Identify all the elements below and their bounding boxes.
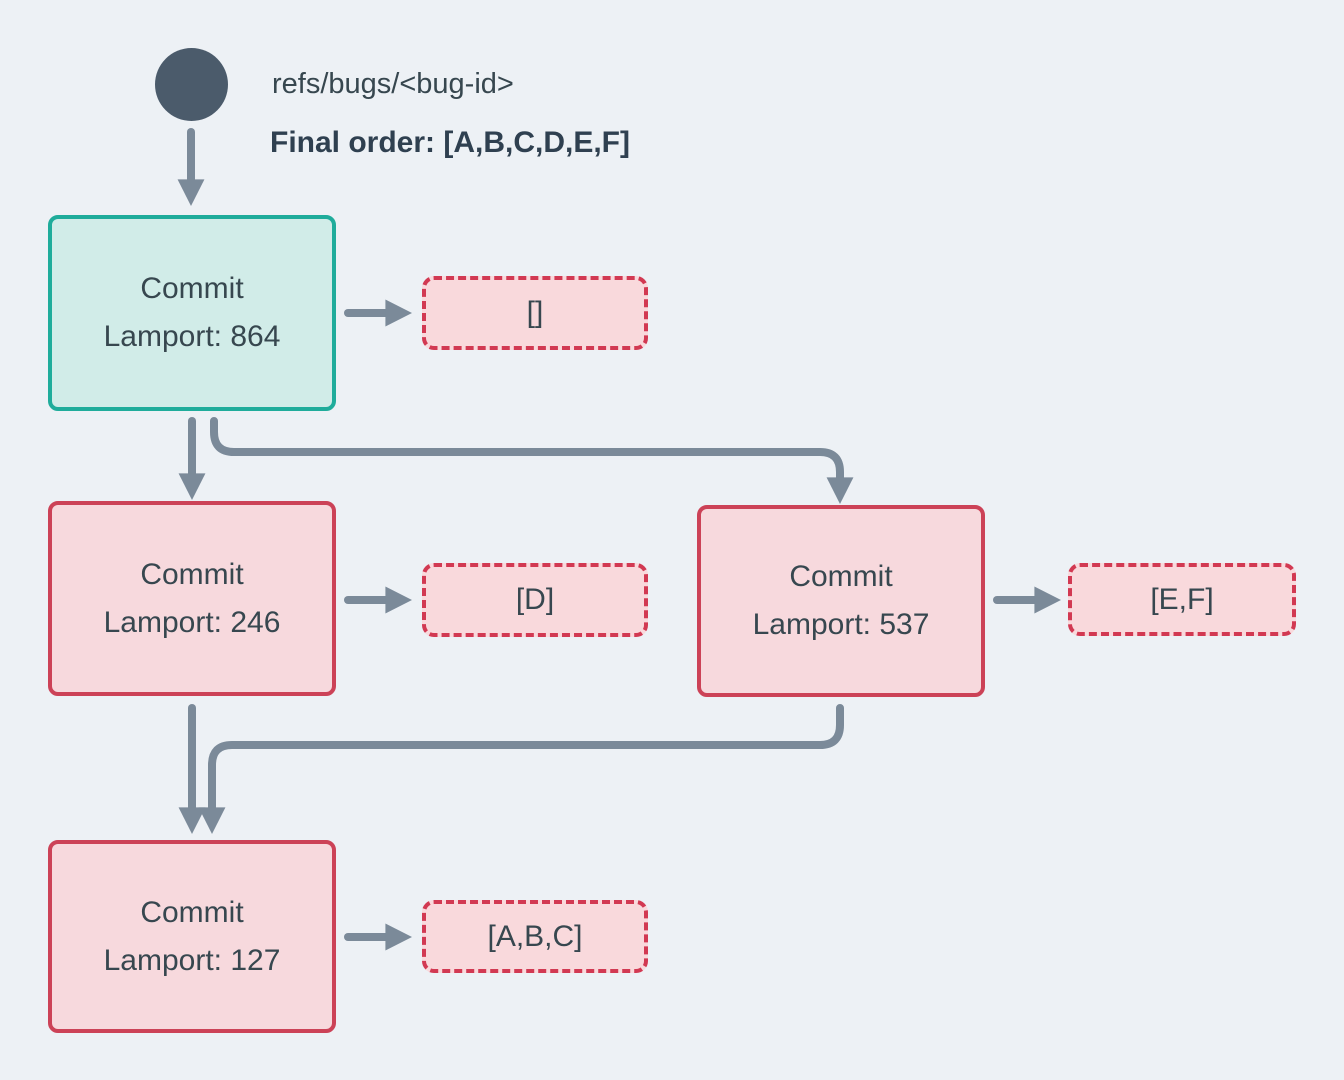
commit-node-864: Commit Lamport: 864 <box>48 215 336 411</box>
commit-lamport: Lamport: 537 <box>752 608 930 641</box>
commit-title: Commit <box>140 272 244 305</box>
final-order-label: Final order: [A,B,C,D,E,F] <box>270 126 630 159</box>
commit-node-537: Commit Lamport: 537 <box>697 505 985 697</box>
commit-node-127: Commit Lamport: 127 <box>48 840 336 1033</box>
commit-title: Commit <box>789 560 893 593</box>
branch-ref-node <box>155 48 228 121</box>
commit-title: Commit <box>140 557 244 591</box>
commit-node-246: Commit Lamport: 246 <box>48 501 336 696</box>
payload-label: [E,F] <box>1150 582 1214 616</box>
payload-label: [A,B,C] <box>487 919 583 953</box>
payload-box-537: [E,F] <box>1068 563 1296 636</box>
commit-lamport: Lamport: 127 <box>103 943 281 977</box>
payload-label: [] <box>526 296 544 329</box>
commit-lamport: Lamport: 864 <box>103 320 281 353</box>
payload-label: [D] <box>515 583 555 616</box>
edge-commit-864-to-commit-537 <box>210 417 854 504</box>
commit-title: Commit <box>140 895 244 929</box>
payload-box-127: [A,B,C] <box>422 900 648 973</box>
commit-lamport: Lamport: 246 <box>103 605 281 639</box>
payload-box-246: [D] <box>422 563 648 637</box>
edge-commit-537-to-commit-127 <box>198 704 844 834</box>
branch-ref-label: refs/bugs/<bug-id> <box>272 68 514 100</box>
payload-box-864: [] <box>422 276 648 350</box>
